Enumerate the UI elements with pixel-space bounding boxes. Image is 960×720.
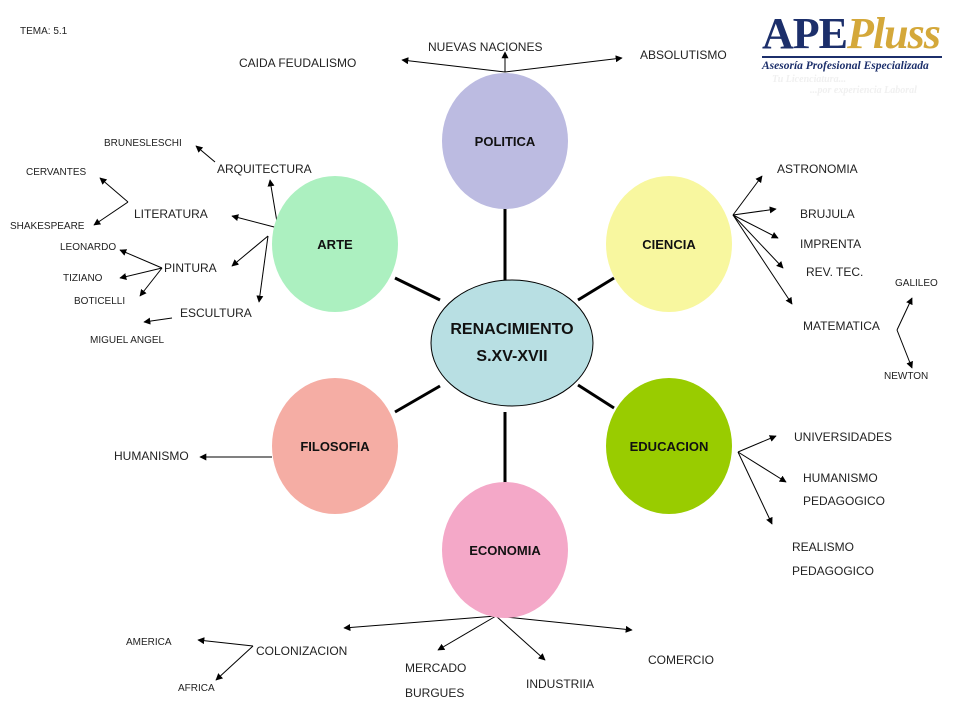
arrow-america [197,637,254,647]
arrow-miguel-angel [143,317,173,325]
label-miguel-angel: MIGUEL ANGEL [90,335,165,346]
logo-brand-ape: APE [762,9,848,58]
logo-tagline-1: Tu Licenciatura... [772,74,847,85]
node-filosofia-label: FILOSOFIA [300,439,370,454]
label-newton: NEWTON [884,371,929,382]
label-galileo: GALILEO [895,278,938,289]
arrow-astronomia [732,175,763,216]
arrow-brujula [732,206,777,216]
spoke-ciencia [577,276,615,302]
label-boticelli: BOTICELLI [74,296,126,307]
hub-connectors [394,208,615,485]
node-politica-label: POLITICA [475,134,536,149]
label-tiziano: TIZIANO [63,273,103,284]
label-leonardo: LEONARDO [60,242,117,253]
arrow-cervantes [99,177,129,203]
node-arte [272,176,398,312]
label-realismo-pedagogico-1: REALISMO [792,540,855,554]
label-humanismo-pedagogico-1: HUMANISMO [803,471,878,485]
label-brunesleschi: BRUNESLESCHI [104,138,182,149]
arrow-colonizacion [343,615,497,631]
apepluss-logo: APEPluss Asesoría Profesional Especializ… [762,12,944,104]
label-comercio: COMERCIO [648,653,714,667]
node-politica [442,73,568,209]
label-rev-tec: REV. TEC. [806,265,864,279]
node-economia [442,482,568,618]
arrow-humanismo-pedagogico [737,451,787,483]
arrow-imprenta [732,214,779,239]
branch-arrows [93,51,913,681]
arrow-escultura [256,235,269,303]
label-astronomia: ASTRONOMIA [777,162,858,176]
arrow-brunesleschi [195,145,216,163]
label-absolutismo: ABSOLUTISMO [640,48,727,62]
arrow-newton [896,329,913,369]
center-title-line2: S.XV-XVII [476,348,547,365]
logo-brand-pluss: Pluss [847,9,941,58]
arrow-pintura [231,235,269,267]
arrow-matematica [732,214,793,305]
arrow-realismo-pedagogico [737,451,773,525]
arrow-comercio [495,615,633,633]
node-arte-label: ARTE [317,237,353,252]
center-title-line1: RENACIMIENTO [450,321,573,338]
arrow-rev-tec [732,214,784,269]
center-node [430,279,594,407]
arrow-absolutismo [504,55,623,73]
label-mercado-burgues-2: BURGUES [405,686,465,700]
node-filosofia [272,378,398,514]
spoke-filosofia [394,384,441,414]
logo-tagline-2: ...por experiencia Laboral [810,85,917,96]
arrow-galileo [896,297,913,331]
label-industria: INDUSTRIIA [526,677,595,691]
label-nuevas-naciones: NUEVAS NACIONES [428,40,543,54]
node-educacion-label: EDUCACION [630,439,709,454]
label-literatura: LITERATURA [134,207,208,221]
label-brujula: BRUJULA [800,207,855,221]
label-imprenta: IMPRENTA [800,237,862,251]
arrow-caida-feudalismo [401,57,506,73]
label-escultura: ESCULTURA [180,306,252,320]
arrow-shakespeare [93,201,129,226]
logo-rule [762,56,942,58]
label-arquitectura: ARQUITECTURA [217,162,312,176]
label-pintura: PINTURA [164,261,217,275]
spoke-educacion [577,383,615,410]
arrow-universidades [737,435,777,453]
node-ciencia-label: CIENCIA [642,237,696,252]
arrow-literatura [231,214,279,229]
label-cervantes: CERVANTES [26,167,87,178]
label-universidades: UNIVERSIDADES [794,430,893,444]
label-humanismo: HUMANISMO [114,449,189,463]
arrow-africa [215,645,254,681]
label-mercado-burgues-1: MERCADO [405,661,467,675]
logo-subtitle: Asesoría Profesional Especializada [762,60,929,72]
arrow-leonardo [119,249,163,269]
arrow-boticelli [139,267,163,297]
label-shakespeare: SHAKESPEARE [10,221,85,232]
node-economia-label: ECONOMIA [469,543,541,558]
label-africa: AFRICA [178,683,215,694]
label-colonizacion: COLONIZACION [256,644,348,658]
arrow-mercado-burgues [437,615,497,651]
label-humanismo-pedagogico-2: PEDAGOGICO [803,494,886,508]
topic-label: TEMA: 5.1 [20,26,68,37]
node-ciencia [606,176,732,312]
label-america: AMERICA [126,637,172,648]
label-matematica: MATEMATICA [803,319,880,333]
label-realismo-pedagogico-2: PEDAGOGICO [792,564,875,578]
logo-wordmark: APEPluss [762,12,944,56]
spoke-arte [394,276,441,302]
node-educacion [606,378,732,514]
topic-nodes [272,73,732,618]
label-caida-feudalismo: CAIDA FEUDALISMO [239,56,357,70]
arrow-industria [495,615,546,661]
node-labels: RENACIMIENTO S.XV-XVII POLITICA CIENCIA … [300,134,708,558]
arrow-tiziano [119,267,163,280]
